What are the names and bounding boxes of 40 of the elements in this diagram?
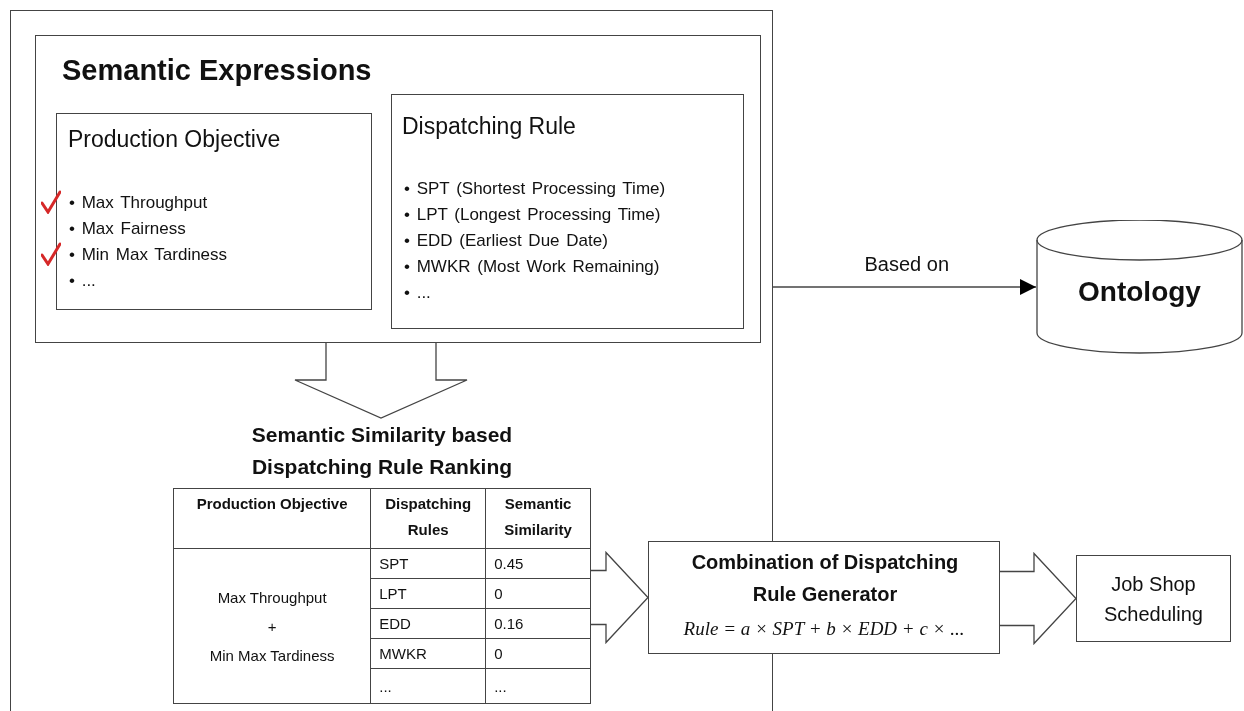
list-item: • Max Throughput	[69, 192, 209, 214]
arrow	[772, 279, 1037, 295]
list-item: • LPT (Longest Processing Time)	[404, 204, 662, 226]
process-box: Job Shop Scheduling	[1076, 555, 1231, 642]
table-cell: 0.16	[485, 608, 591, 639]
box-heading: Combination of Dispatching Rule Generator	[690, 550, 960, 607]
cell-text: Max Throughput	[216, 587, 328, 608]
box-heading: Dispatching Rule	[402, 113, 576, 140]
table-title: Semantic Similarity based Dispatching Rule Ranking	[250, 422, 514, 480]
table-cell: ...	[370, 668, 486, 704]
table-cell: EDD	[370, 608, 486, 639]
box-heading: Production Objective	[68, 126, 281, 153]
cell-text: +	[266, 616, 278, 637]
list-item: • ...	[404, 282, 432, 304]
list-item: • SPT (Shortest Processing Time)	[404, 178, 666, 200]
block-arrow	[589, 550, 649, 645]
table-cell: MWKR	[370, 638, 486, 669]
process-box	[648, 541, 1000, 654]
table-cell: 0	[485, 638, 591, 669]
list-box	[391, 94, 744, 329]
list-item: • Max Fairness	[69, 218, 187, 240]
column-header: Semantic Similarity	[485, 488, 591, 549]
list-item: • Min Max Tardiness	[69, 244, 228, 266]
block-arrow	[294, 341, 468, 419]
section-heading: Semantic Expressions	[62, 54, 372, 87]
column-header: Dispatching Rules	[370, 488, 486, 549]
table-cell: LPT	[370, 578, 486, 609]
section-box	[35, 35, 761, 343]
list-item: • EDD (Earliest Due Date)	[404, 230, 609, 252]
cylinder-label: Ontology	[1077, 276, 1202, 308]
column-header: Production Objective	[173, 488, 371, 549]
table-cell: ...	[485, 668, 591, 704]
block-arrow	[999, 551, 1077, 646]
table-cell: 0	[485, 578, 591, 609]
list-item: • MWKR (Most Work Remaining)	[404, 256, 661, 278]
table-cell: 0.45	[485, 548, 591, 579]
cell-text: Min Max Tardiness	[208, 645, 336, 666]
table-cell: SPT	[370, 548, 486, 579]
list-item: • ...	[69, 270, 97, 292]
formula: Rule = a × SPT + b × EDD + c × ...	[682, 618, 966, 640]
